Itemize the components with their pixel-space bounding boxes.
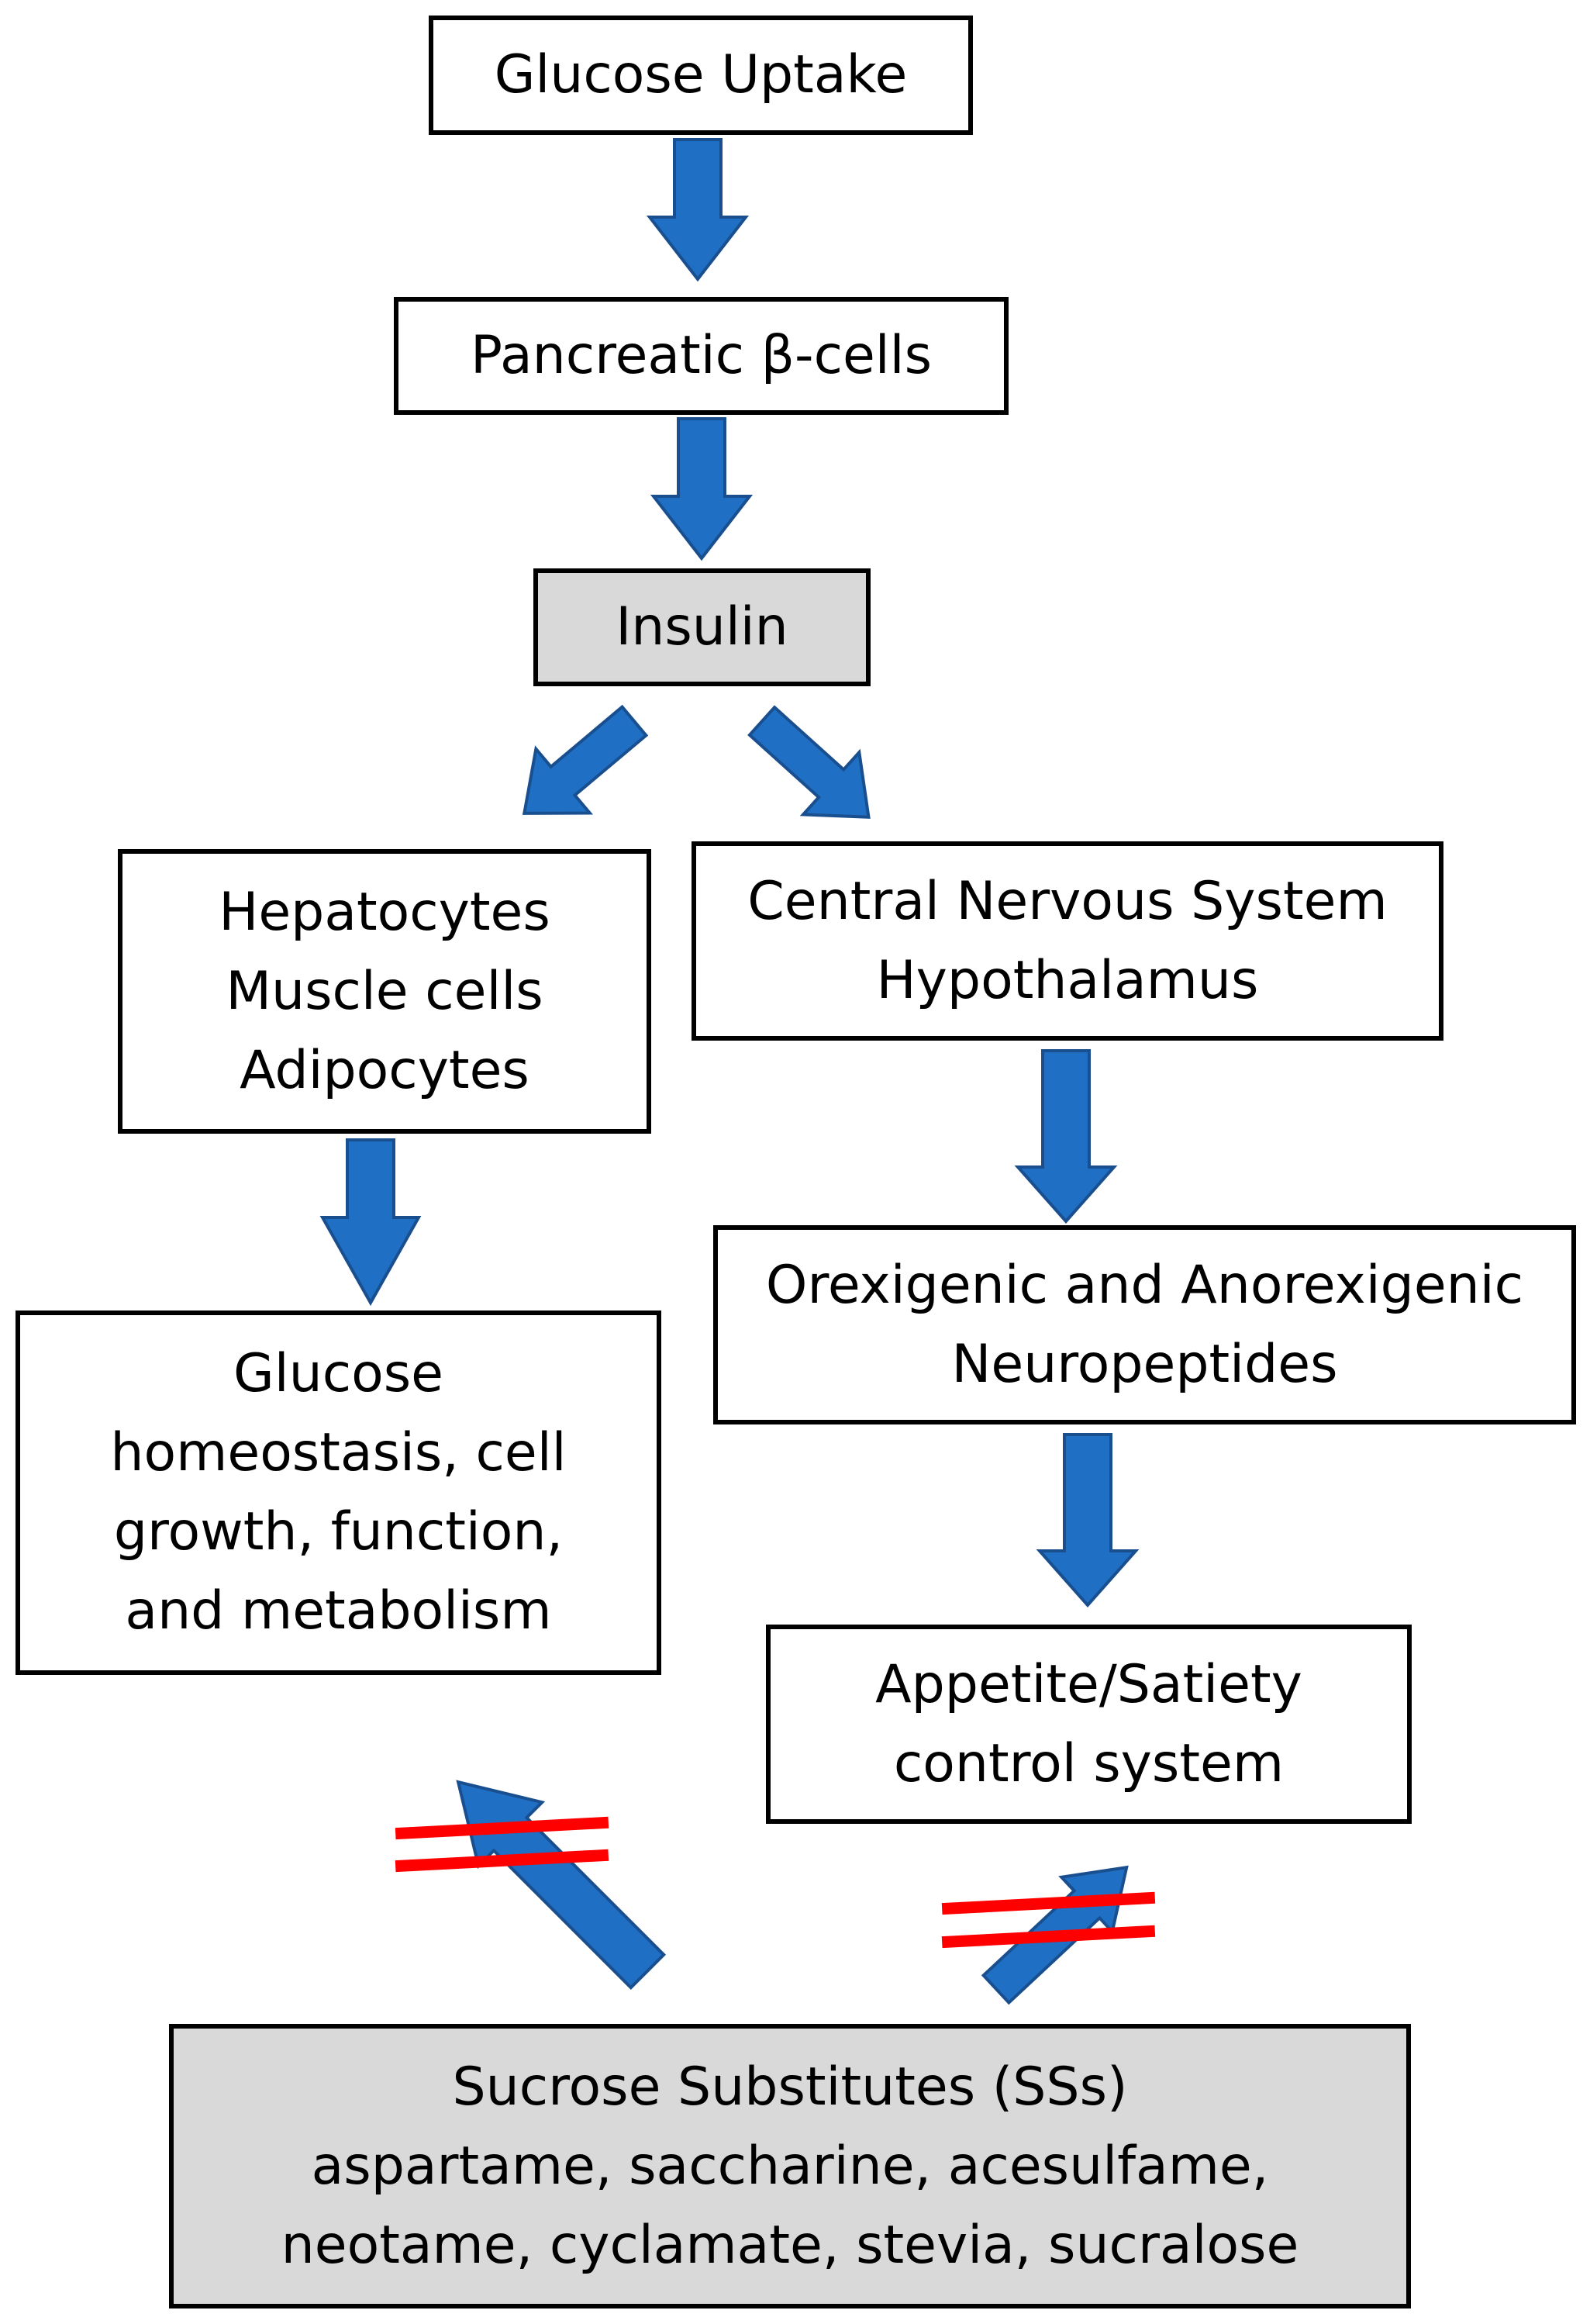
box-appetite-control: Appetite/Satiety control system [766,1625,1412,1824]
box-text-line: homeostasis, cell [110,1422,567,1483]
box-text-line: growth, function, [113,1501,564,1563]
box-text-line: aspartame, saccharine, acesulfame, [311,2135,1269,2197]
box-text-line: Orexigenic and Anorexigenic [765,1254,1524,1316]
box-text-line: Neuropeptides [951,1333,1338,1395]
box-glucose-homeostasis: Glucose homeostasis, cell growth, function… [16,1310,661,1675]
box-text-line: Appetite/Satiety [875,1653,1302,1715]
box-text-line: Glucose Uptake [494,44,908,105]
arrow-glucose-uptake-to-pancreatic-beta-cells [646,138,750,282]
arrow-sucrose-substitutes-to-glucose-homeostasis [456,1780,667,1991]
box-text-line: Adipocytes [240,1039,529,1101]
arrow-cns-to-neuropeptides [1014,1049,1118,1224]
arrow-insulin-to-peripheral-cells [522,704,649,815]
arrow-peripheral-cells-to-glucose-homeostasis [319,1138,422,1307]
box-text-line: Central Nervous System [747,870,1388,932]
blocked-mark-right [941,1891,1156,1949]
arrow-insulin-to-cns [747,705,871,819]
box-text-line: Insulin [616,596,788,658]
box-text-line: Glucose [233,1343,443,1404]
box-text-line: Hepatocytes [219,881,550,943]
box-text-line: Hypothalamus [876,949,1259,1011]
blocked-mark-left [395,1816,609,1873]
box-text-line: and metabolism [125,1580,552,1642]
arrow-neuropeptides-to-appetite-control [1036,1433,1140,1608]
box-glucose-uptake: Glucose Uptake [429,16,973,135]
box-text-line: neotame, cyclamate, stevia, sucralose [281,2214,1299,2276]
box-sucrose-substitutes: Sucrose Substitutes (SSs) aspartame, sacc… [169,2024,1411,2308]
box-pancreatic-beta-cells: Pancreatic β-cells [394,297,1009,415]
box-text-line: Muscle cells [226,960,543,1022]
arrow-pancreatic-beta-cells-to-insulin [650,417,754,561]
box-text-line: control system [893,1732,1285,1794]
box-text-line: Sucrose Substitutes (SSs) [452,2056,1128,2118]
box-text-line: Pancreatic β-cells [471,325,932,386]
box-insulin: Insulin [533,568,871,686]
